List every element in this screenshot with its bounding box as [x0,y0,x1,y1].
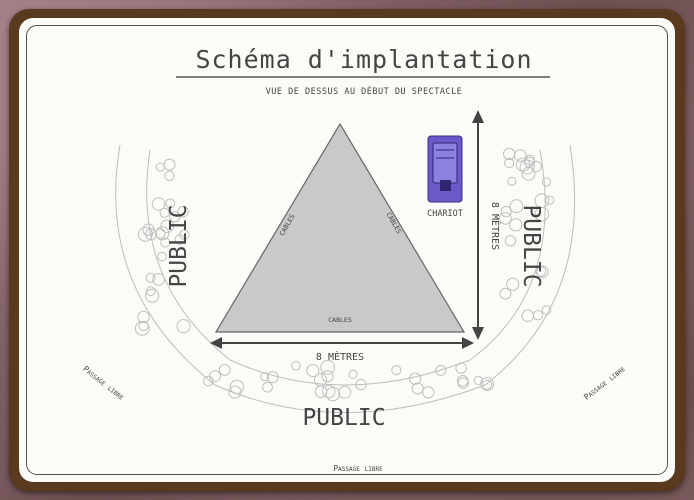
audience-seat [169,211,181,223]
audience-seat [499,287,512,300]
public-label-right: PUBLIC [518,204,544,287]
audience-seat [535,266,547,277]
audience-seat [506,277,520,291]
audience-seat [164,170,175,182]
audience-seat [530,160,542,173]
audience-seat [422,386,435,399]
audience-seat [160,219,174,234]
seating-arc-outer [115,144,576,413]
passage-label-left: Passage libre [81,364,126,402]
audience-seat [482,379,493,390]
audience-seat [455,362,467,374]
audience-seat [534,206,550,222]
height-arrow [472,110,484,340]
audience-seat [145,288,160,303]
audience-seat [203,375,214,387]
audience-seat [152,273,166,286]
audience-seat [391,365,402,376]
audience-seat [174,234,186,245]
bottom-cable-label: CABLES [328,316,352,324]
audience-seat [411,382,424,395]
audience-seat [262,381,273,393]
audience-seat [177,205,189,218]
audience-seat [176,319,191,334]
audience-seat [541,305,552,316]
audience-seat [151,197,166,211]
public-label-bottom: PUBLIC [302,405,385,431]
audience-seat [457,377,469,389]
audience-seat [536,265,549,278]
audience-seat [218,363,231,376]
audience-seat [145,286,156,297]
stage-triangle [214,122,466,333]
audience-seat [260,372,270,382]
audience-seat [541,177,552,187]
audience-seat [435,364,447,376]
audience-seat [159,207,170,218]
audience-seat [499,212,512,225]
paper-border [26,25,668,475]
audience-seat [532,310,544,321]
audience-seat [504,157,515,169]
diagram-subtitle: vue de dessus au début du spectacle [266,85,463,97]
audience-seat [138,320,149,332]
audience-seat [229,379,244,394]
audience-seat [507,176,517,186]
audience-seat [504,235,517,247]
audience-seat [509,218,523,232]
public-label-left: PUBLIC [166,204,192,287]
audience-seat [321,370,334,383]
passage-label-bottom: Passage libre [333,464,383,473]
audience-seat [348,369,358,379]
audience-seat [509,199,524,214]
audience-seat [322,384,336,399]
audience-seat [145,272,156,283]
audience-seat [325,386,341,402]
audience-seat [137,310,150,324]
audience-seating [115,144,576,413]
audience-seat [157,251,167,262]
audience-seat [155,162,165,172]
audience-seat [515,157,531,172]
width-arrow [210,337,474,349]
height-label: 8 MÈTRES [489,202,502,250]
diagram-title: Schéma d'implantation [195,45,532,74]
passage-label-right: Passage libre [582,364,627,402]
audience-seat [545,195,555,205]
audience-seat [165,198,176,209]
audience-seat [314,385,328,398]
audience-seat [500,205,512,218]
audience-seat [338,385,352,399]
seating-arc-inner [146,149,546,386]
audience-seats [134,147,555,402]
chariot-icon [427,135,463,203]
audience-seat [457,375,469,387]
audience-seat [355,378,367,391]
chariot-label: CHARIOT [427,209,463,219]
audience-seat [266,371,279,384]
audience-seat [160,237,171,248]
audience-seat [408,372,422,385]
width-label: 8 MÈTRES [316,350,364,363]
audience-seat [473,375,483,385]
audience-seat [320,359,336,375]
audience-seat [209,370,221,383]
audience-seat [291,361,301,371]
audience-seat [142,223,155,236]
audience-seat [163,158,176,171]
audience-seat [521,309,535,323]
audience-seat [155,228,166,239]
audience-seat [306,364,320,377]
audience-seat [513,149,527,162]
